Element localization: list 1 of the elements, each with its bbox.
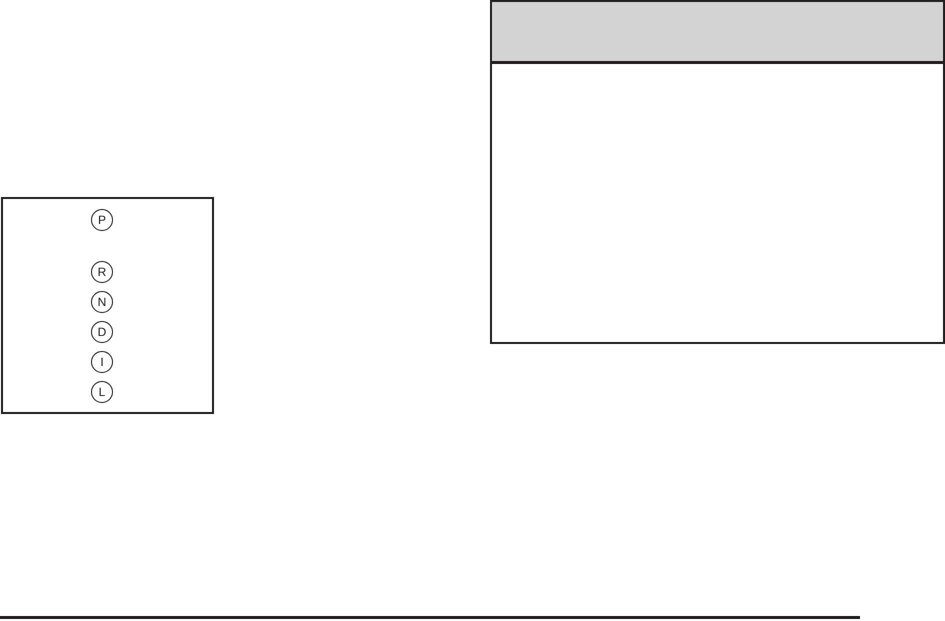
outlined-frame — [1, 197, 214, 414]
